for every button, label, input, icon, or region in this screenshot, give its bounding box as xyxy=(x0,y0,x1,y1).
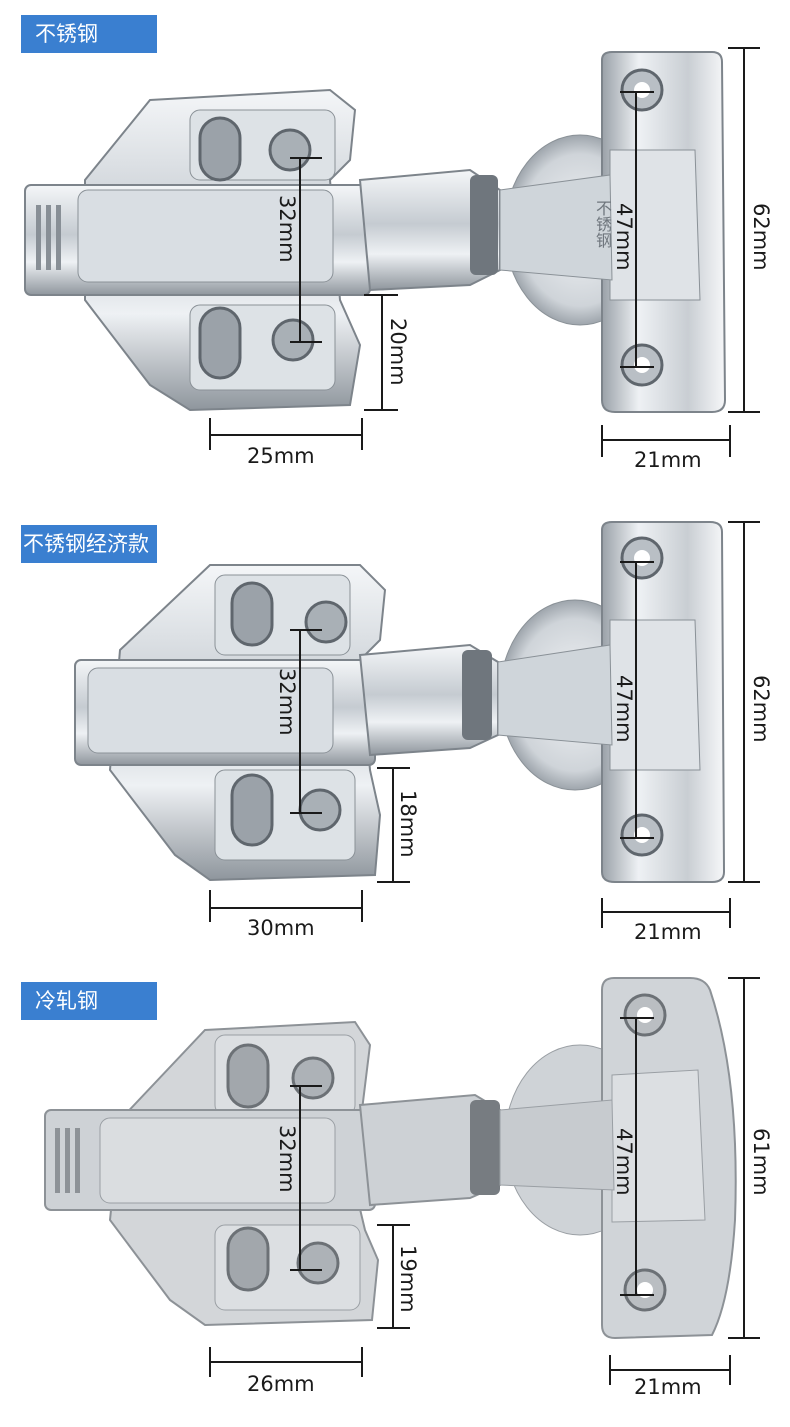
dim-label-21mm: 21mm xyxy=(634,920,702,944)
hinge-photo-stainless xyxy=(24,47,760,457)
dim-label-61mm: 61mm xyxy=(749,1128,773,1196)
dim-label-21mm: 21mm xyxy=(634,448,702,472)
dim-label-32mm: 32mm xyxy=(275,1125,299,1193)
hinge-section-stainless-economy: 不锈钢经济款 32mm 18mm 30mm 47mm 62mm 21mm xyxy=(0,480,790,960)
hinge-section-cold-rolled: 冷轧钢 32mm 19mm 26mm 47mm 61mm 21mm xyxy=(0,960,790,1427)
hinge-photo-stainless-economy xyxy=(74,521,760,928)
hinge-photo-cold-rolled xyxy=(44,977,760,1385)
dim-label-21mm: 21mm xyxy=(634,1375,702,1399)
dim-label-30mm: 30mm xyxy=(247,916,315,940)
dim-label-62mm: 62mm xyxy=(749,675,773,743)
dim-label-47mm: 47mm xyxy=(612,1128,636,1196)
hinge-section-stainless: 不锈钢 32mm 20mm 25mm 47mm 不锈钢 62mm 21mm xyxy=(0,0,790,480)
dim-label-20mm: 20mm xyxy=(386,318,410,386)
plate-engraving: 不锈钢 xyxy=(593,200,612,248)
dim-label-19mm: 19mm xyxy=(396,1245,420,1313)
dim-label-47mm: 47mm xyxy=(612,203,636,271)
dim-label-26mm: 26mm xyxy=(247,1372,315,1396)
dim-label-32mm: 32mm xyxy=(275,668,299,736)
dim-label-18mm: 18mm xyxy=(396,790,420,858)
material-badge: 冷轧钢 xyxy=(21,982,157,1020)
material-badge: 不锈钢经济款 xyxy=(21,525,157,563)
dim-label-25mm: 25mm xyxy=(247,444,315,468)
dim-label-47mm: 47mm xyxy=(612,675,636,743)
dim-label-62mm: 62mm xyxy=(749,203,773,271)
dim-label-32mm: 32mm xyxy=(275,195,299,263)
material-badge: 不锈钢 xyxy=(21,15,157,53)
